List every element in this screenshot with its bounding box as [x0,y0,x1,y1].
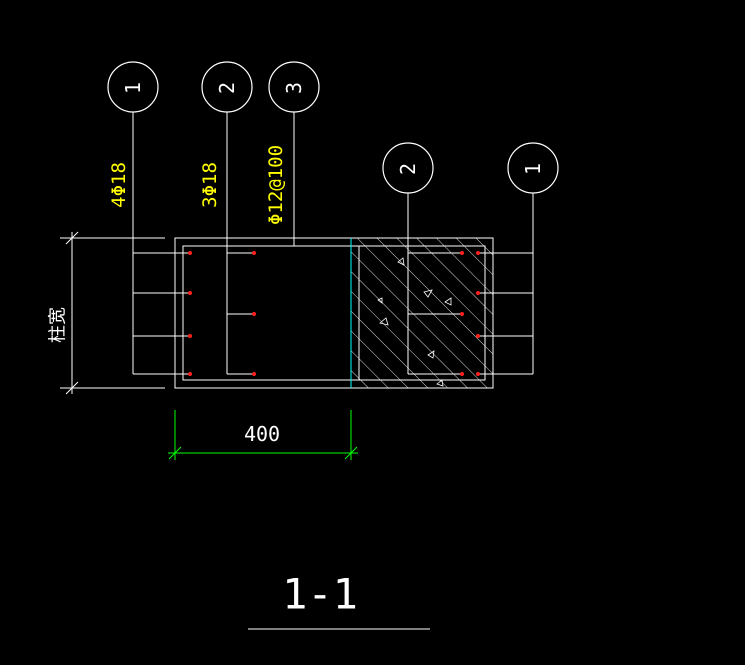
rebar-label-4phi18: 4Φ18 [108,162,130,208]
hatched-concrete-region [351,238,493,388]
callout-number: 2 [396,163,420,175]
rebar-leader-1-left [132,112,190,375]
rebar-leader-1-right [478,193,534,375]
width-dimension-value: 400 [244,422,280,446]
height-dimension-label: 柱宽 [48,307,69,343]
callout-circle-2-right [382,142,434,194]
callout-number: 1 [121,82,145,94]
rebar-dots [188,251,480,376]
callout-circle-1-right [507,142,559,194]
stirrup-label-phi12-100: Φ12@100 [265,145,287,225]
callout-number: 3 [282,82,306,94]
callout-circle-3 [268,61,320,113]
callout-circle-2-left [201,61,253,113]
rebar-leader-2-right [407,193,462,375]
callout-number: 2 [215,82,239,94]
rebar-leader-2-left [226,112,254,375]
callout-circle-1-left [107,61,159,113]
section-title: 1-1 [282,570,358,619]
rebar-label-3phi18: 3Φ18 [199,162,221,208]
width-dimension [168,410,358,460]
height-dimension [60,231,165,395]
callout-number: 1 [521,163,545,175]
